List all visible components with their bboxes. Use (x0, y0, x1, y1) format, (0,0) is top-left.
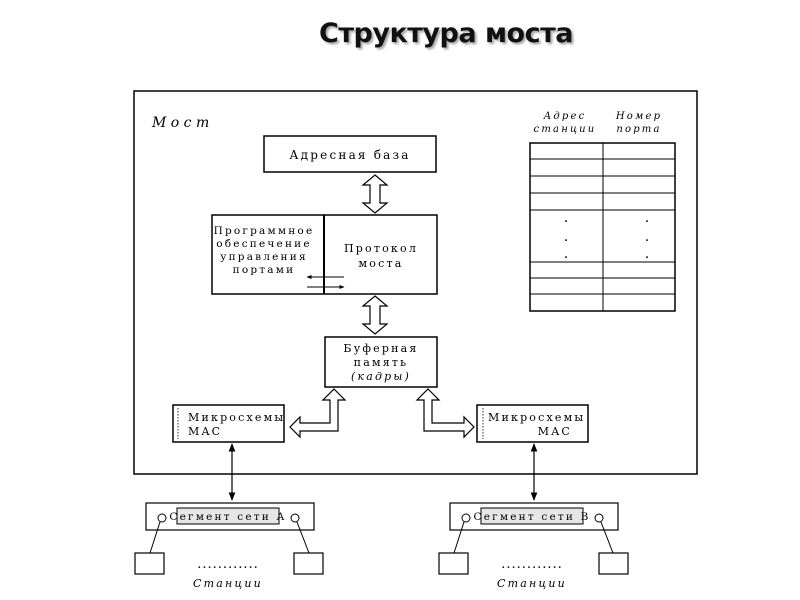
table-ellipsis-dot: . (645, 229, 649, 245)
table-ellipsis-dot: . (564, 229, 568, 245)
address-port-table: Адрес станции Номер порта . . . . . . (529, 111, 676, 312)
address-base-box: Адресная база (263, 135, 437, 173)
protocol-line-1: Протокол (344, 242, 418, 255)
table-ellipsis-dot: . (564, 246, 568, 262)
stations-a-label: Станции (193, 577, 263, 590)
address-base-label: Адресная база (289, 148, 410, 162)
table-header-address-2: станции (534, 124, 597, 135)
station-b2 (598, 552, 629, 575)
mac-right-box: Микросхемы MAC (476, 404, 589, 443)
station-b1 (438, 552, 469, 575)
software-protocol-box: Программное обеспечение управления порта… (211, 214, 438, 295)
mac-left-line-1: Микросхемы (188, 411, 285, 424)
stations-b-label: Станции (497, 577, 567, 590)
bridge-label: М о с т (151, 115, 209, 131)
software-line-2: обеспечение (216, 238, 312, 250)
stations-b-dots: ............ (501, 557, 563, 572)
buffer-line-2: память (354, 356, 409, 369)
mac-left-box: Микросхемы MAC (172, 404, 285, 443)
table-ellipsis-dot: . (645, 210, 649, 226)
table-ellipsis-dot: . (564, 210, 568, 226)
buffer-frames-label: (кадры) (351, 370, 411, 383)
software-line-4: портами (233, 264, 296, 276)
segment-b-label: Сегмент сети В (473, 511, 590, 523)
page-title: Структура моста (319, 18, 573, 49)
buffer-memory-box: Буферная память (кадры) (324, 336, 438, 388)
table-ellipsis-dot: . (645, 246, 649, 262)
bent-arrow-buffer-mac-left (289, 388, 347, 439)
software-line-1: Программное (214, 225, 315, 237)
stations-a-dots: ............ (197, 557, 259, 572)
table-header-port-2: порта (616, 124, 661, 135)
segment-b: Сегмент сети В ............ Станции (438, 502, 629, 590)
bridge-frame (133, 90, 698, 475)
software-line-3: управления (220, 251, 308, 263)
mac-right-line-1: Микросхемы (488, 411, 585, 424)
buffer-line-1: Буферная (343, 342, 418, 355)
mac-right-line-2: MAC (538, 425, 572, 438)
double-arrow-protocol-buffer (361, 295, 389, 335)
segment-a-label: Сегмент сети А (169, 511, 286, 523)
station-a2 (293, 552, 324, 575)
table-header-port-1: Номер (615, 111, 662, 122)
double-arrow-address-protocol (361, 174, 389, 214)
segment-a: Сегмент сети А ............ Станции (134, 502, 324, 590)
protocol-line-2: моста (359, 257, 404, 270)
station-a1 (134, 552, 165, 575)
table-header-address-1: Адрес (543, 111, 587, 122)
bent-arrow-buffer-mac-right (415, 388, 475, 439)
mac-left-line-2: MAC (188, 425, 222, 438)
